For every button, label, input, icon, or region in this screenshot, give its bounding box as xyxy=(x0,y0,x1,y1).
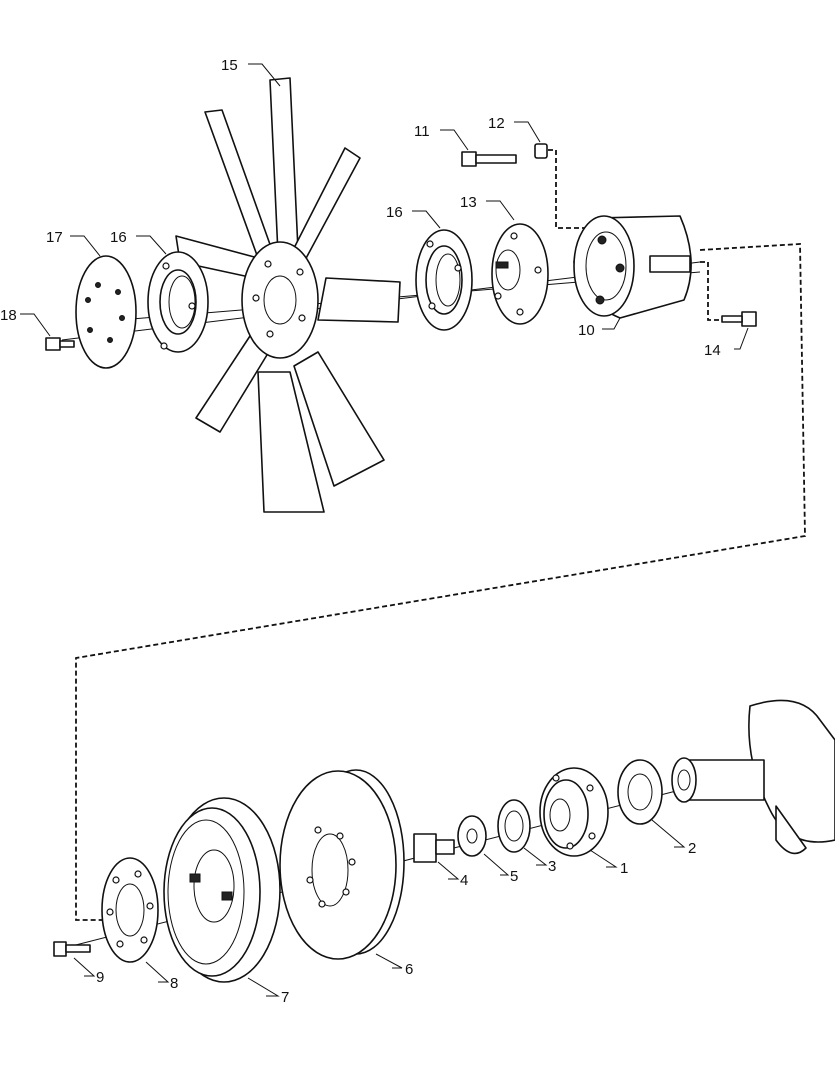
callout-labels: 15 11 12 17 16 16 13 18 10 14 1 2 3 4 5 … xyxy=(0,57,721,1006)
callout-1: 1 xyxy=(620,860,628,877)
callout-18: 18 xyxy=(0,307,17,324)
callout-14: 14 xyxy=(704,342,721,359)
callout-7: 7 xyxy=(281,989,289,1006)
pulley-part-6 xyxy=(279,769,405,960)
bolt-part-14 xyxy=(721,311,757,327)
damper-part-7 xyxy=(163,797,281,983)
callout-16-left: 16 xyxy=(110,229,127,246)
callout-13: 13 xyxy=(460,194,477,211)
washer-part-5 xyxy=(457,815,487,857)
plate-part-17 xyxy=(75,255,137,369)
nut-part-12 xyxy=(534,143,548,159)
spacer-ring-part-16-left xyxy=(147,251,209,353)
callout-15: 15 xyxy=(221,57,238,74)
sleeve-part-3 xyxy=(497,799,531,853)
spacer-ring-part-16-right xyxy=(415,229,473,331)
callout-16-right: 16 xyxy=(386,204,403,221)
bolt-part-11 xyxy=(461,151,517,167)
callout-leaders xyxy=(20,63,749,997)
callout-2: 2 xyxy=(688,840,696,857)
callout-17: 17 xyxy=(46,229,63,246)
callout-9: 9 xyxy=(96,969,104,986)
plate-part-8 xyxy=(101,857,159,963)
hub-adapter-part-13 xyxy=(491,223,549,325)
callout-8: 8 xyxy=(170,975,178,992)
callout-12: 12 xyxy=(488,115,505,132)
crankshaft xyxy=(671,699,835,855)
hub-part-1 xyxy=(539,767,609,857)
fan-part-15 xyxy=(175,77,401,513)
callout-10: 10 xyxy=(578,322,595,339)
callout-5: 5 xyxy=(510,868,518,885)
oil-seal-part-2 xyxy=(617,759,663,825)
callout-4: 4 xyxy=(460,872,468,889)
coupling-housing-part-10 xyxy=(573,215,692,319)
callout-6: 6 xyxy=(405,961,413,978)
callout-11: 11 xyxy=(414,123,430,140)
bolt-part-9 xyxy=(53,941,91,957)
bolt-part-4 xyxy=(413,833,455,863)
bolt-part-18 xyxy=(45,337,75,351)
callout-3: 3 xyxy=(548,858,556,875)
